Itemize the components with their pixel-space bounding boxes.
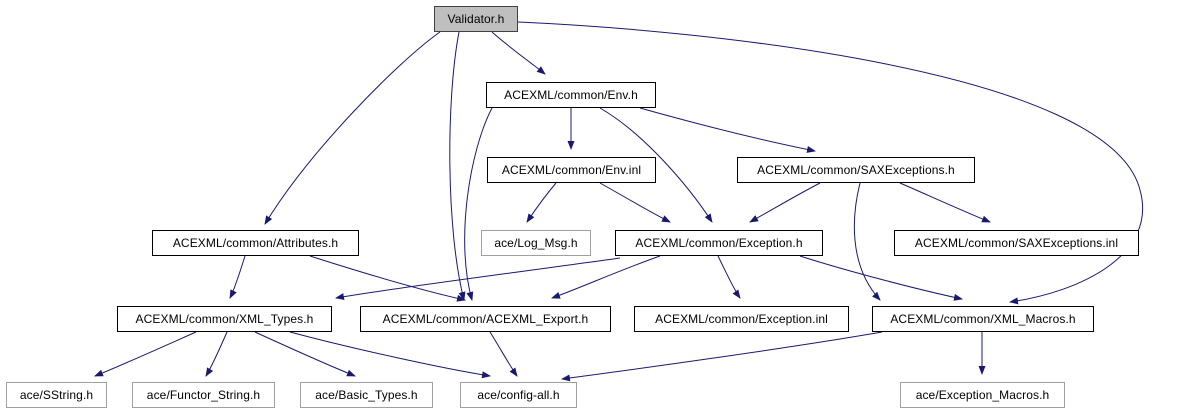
node-label-saxexceptions_h: ACEXML/common/SAXExceptions.h: [757, 163, 955, 177]
node-acexml_export_h[interactable]: ACEXML/common/ACEXML_Export.h: [360, 306, 611, 332]
node-log_msg_h[interactable]: ace/Log_Msg.h: [481, 230, 591, 256]
node-saxexceptions_h[interactable]: ACEXML/common/SAXExceptions.h: [737, 157, 975, 183]
node-label-exception_macros_h: ace/Exception_Macros.h: [915, 388, 1050, 402]
node-attributes_h[interactable]: ACEXML/common/Attributes.h: [152, 230, 359, 256]
edge-acexml_export_h-to-config_all_h: [489, 331, 518, 377]
edge-validator-to-attributes_h: [264, 31, 441, 225]
node-xml_types_h[interactable]: ACEXML/common/XML_Types.h: [117, 306, 332, 332]
node-label-sstring_h: ace/SString.h: [19, 388, 94, 402]
node-label-acexml_export_h: ACEXML/common/ACEXML_Export.h: [382, 312, 589, 326]
edge-exception_h-to-xml_types_h: [335, 257, 621, 301]
node-label-xml_macros_h: ACEXML/common/XML_Macros.h: [890, 312, 1076, 326]
edge-exception_h-to-xml_macros_h: [799, 255, 963, 301]
node-label-basic_types_h: ace/Basic_Types.h: [315, 388, 418, 402]
edge-xml_types_h-to-sstring_h: [94, 331, 197, 377]
node-label-saxexceptions_inl: ACEXML/common/SAXExceptions.inl: [914, 236, 1119, 250]
edge-xml_macros_h-to-config_all_h: [561, 331, 883, 382]
node-label-env_h: ACEXML/common/Env.h: [504, 88, 638, 102]
edge-attributes_h-to-acexml_export_h: [309, 255, 466, 302]
edge-env_inl-to-exception_h: [599, 182, 671, 223]
edge-attributes_h-to-xml_types_h: [229, 255, 246, 299]
node-env_h[interactable]: ACEXML/common/Env.h: [486, 82, 656, 108]
node-basic_types_h[interactable]: ace/Basic_Types.h: [300, 382, 433, 408]
node-label-exception_h: ACEXML/common/Exception.h: [635, 236, 803, 250]
edge-saxexceptions_h-to-exception_h: [749, 182, 821, 223]
node-label-log_msg_h: ace/Log_Msg.h: [494, 236, 578, 250]
node-exception_inl[interactable]: ACEXML/common/Exception.inl: [634, 306, 849, 332]
node-label-config_all_h: ace/config-all.h: [477, 388, 560, 402]
node-label-exception_inl: ACEXML/common/Exception.inl: [655, 312, 828, 326]
node-validator[interactable]: Validator.h: [434, 6, 518, 32]
node-label-env_inl: ACEXML/common/Env.inl: [501, 163, 642, 177]
node-sstring_h[interactable]: ace/SString.h: [6, 382, 107, 408]
node-label-functor_string_h: ace/Functor_String.h: [146, 388, 261, 402]
edge-saxexceptions_h-to-saxexceptions_inl: [899, 182, 991, 223]
node-functor_string_h[interactable]: ace/Functor_String.h: [132, 382, 275, 408]
node-label-xml_types_h: ACEXML/common/XML_Types.h: [135, 312, 314, 326]
edge-validator-to-acexml_export_h: [449, 31, 466, 301]
edge-exception_h-to-acexml_export_h: [551, 255, 661, 299]
node-xml_macros_h[interactable]: ACEXML/common/XML_Macros.h: [872, 306, 1094, 332]
node-env_inl[interactable]: ACEXML/common/Env.inl: [487, 157, 656, 183]
edge-env_inl-to-log_msg_h: [526, 182, 557, 223]
node-config_all_h[interactable]: ace/config-all.h: [460, 382, 577, 408]
node-label-attributes_h: ACEXML/common/Attributes.h: [172, 236, 339, 250]
edge-saxexceptions_h-to-xml_macros_h: [853, 182, 881, 301]
node-exception_macros_h[interactable]: ace/Exception_Macros.h: [900, 382, 1065, 408]
edge-xml_types_h-to-config_all_h: [289, 331, 491, 379]
node-saxexceptions_inl[interactable]: ACEXML/common/SAXExceptions.inl: [894, 230, 1139, 256]
edge-env_h-to-acexml_export_h: [464, 107, 493, 301]
edge-exception_h-to-exception_inl: [717, 255, 741, 299]
node-exception_h[interactable]: ACEXML/common/Exception.h: [615, 230, 823, 256]
edge-xml_types_h-to-basic_types_h: [254, 331, 356, 377]
edge-env_h-to-saxexceptions_h: [639, 107, 816, 153]
edge-xml_types_h-to-functor_string_h: [205, 331, 228, 377]
node-label-validator: Validator.h: [447, 12, 505, 26]
edge-validator-to-env_h: [491, 31, 546, 75]
